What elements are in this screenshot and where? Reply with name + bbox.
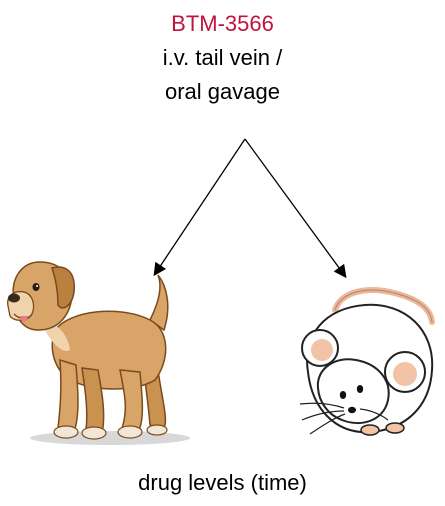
arrow-left (155, 139, 245, 274)
dog-icon (8, 262, 190, 445)
drug-levels-label: drug levels (time) (0, 469, 445, 497)
mouse-icon (300, 290, 432, 435)
arrow-right (245, 139, 345, 276)
